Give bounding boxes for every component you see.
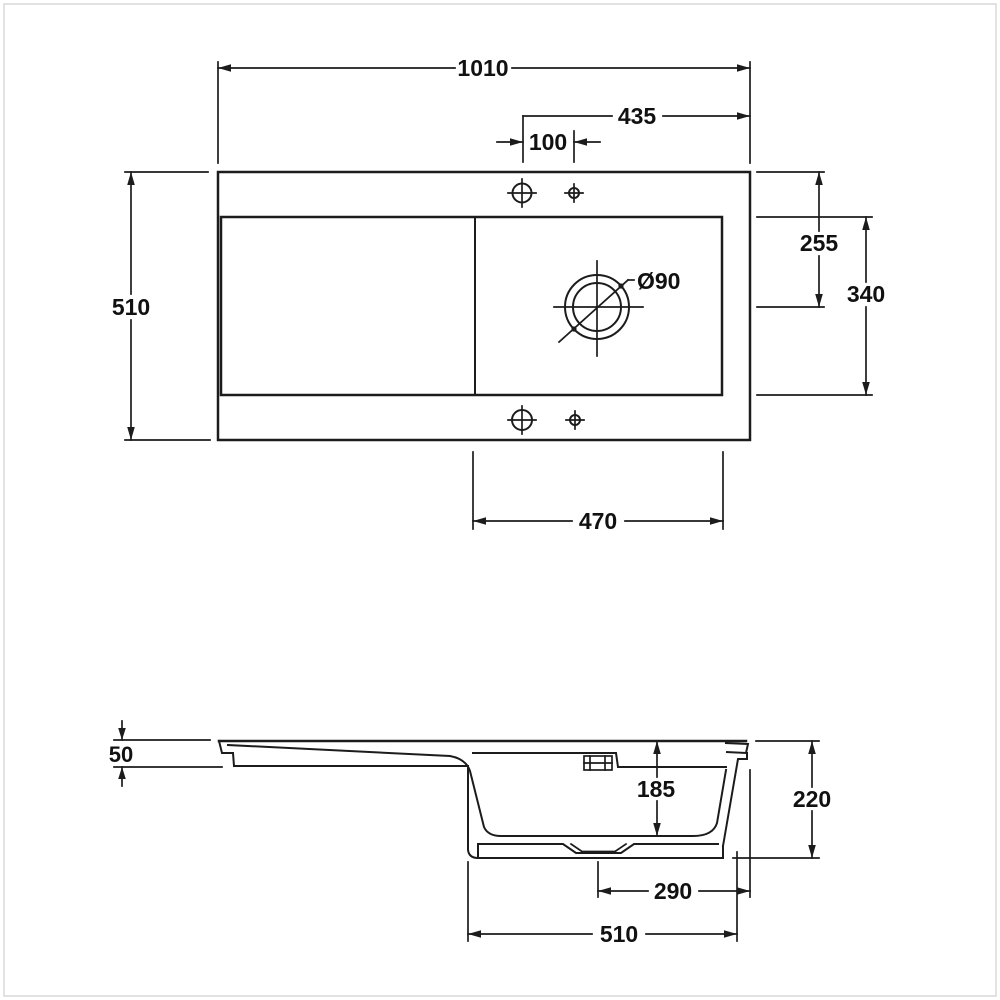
plan-view: Ø90 1010 435 100 bbox=[112, 55, 885, 534]
dim-label-overall-height: 220 bbox=[793, 786, 831, 812]
drain-diameter-callout: Ø90 bbox=[557, 268, 680, 344]
dimension-overall-depth: 510 bbox=[112, 171, 211, 441]
dimension-tap-to-right-edge: 435 bbox=[522, 103, 751, 163]
leader-dot bbox=[571, 326, 577, 332]
dimension-bowl-outer-width: 510 bbox=[467, 851, 738, 947]
tap-hole-small-bottom bbox=[565, 410, 585, 430]
dimension-tap-hole-spacing: 100 bbox=[496, 129, 601, 163]
dimension-bowl-inner-width: 470 bbox=[472, 451, 724, 534]
leader-dot bbox=[618, 283, 624, 289]
dimension-bowl-inner-height: 185 bbox=[637, 740, 676, 837]
dim-label-drain-to-right-edge: 290 bbox=[654, 878, 692, 904]
dim-label-edge-profile-height: 50 bbox=[109, 742, 133, 767]
dim-label-top-edge-to-drain: 255 bbox=[800, 230, 839, 256]
dimension-overall-width: 1010 bbox=[217, 55, 751, 164]
sink-section-profile bbox=[217, 739, 750, 860]
dim-label-bowl-outer-width: 510 bbox=[600, 921, 638, 947]
dimension-drain-to-right-edge: 290 bbox=[597, 769, 751, 904]
dim-label-overall-width: 1010 bbox=[457, 55, 508, 81]
image-border bbox=[3, 3, 997, 997]
dim-label-bowl-inner-depth: 340 bbox=[847, 281, 885, 307]
dim-label-overall-depth: 510 bbox=[112, 294, 150, 320]
dim-label-drain-diameter: Ø90 bbox=[637, 268, 680, 294]
dim-label-tap-hole-spacing: 100 bbox=[529, 129, 567, 155]
dimension-top-edge-to-drain: 255 bbox=[756, 171, 839, 308]
tap-hole-section-symbol bbox=[583, 755, 613, 771]
dimension-bowl-inner-depth: 340 bbox=[756, 216, 885, 396]
dimension-edge-profile-height: 50 bbox=[109, 720, 223, 787]
dim-label-bowl-inner-width: 470 bbox=[579, 508, 617, 534]
sink-outer-rim-outline bbox=[216, 170, 752, 442]
dim-label-bowl-inner-height: 185 bbox=[637, 776, 676, 802]
tap-hole-large-top bbox=[507, 178, 537, 208]
dim-label-tap-to-right-edge: 435 bbox=[618, 103, 657, 129]
drain-hole bbox=[553, 260, 644, 357]
dimension-overall-height: 220 bbox=[732, 740, 831, 859]
section-view: 50 185 220 290 bbox=[109, 720, 831, 947]
tap-hole-small-top bbox=[564, 183, 584, 203]
tap-hole-large-bottom bbox=[507, 405, 537, 435]
sink-inner-recess-outline bbox=[219, 215, 724, 397]
